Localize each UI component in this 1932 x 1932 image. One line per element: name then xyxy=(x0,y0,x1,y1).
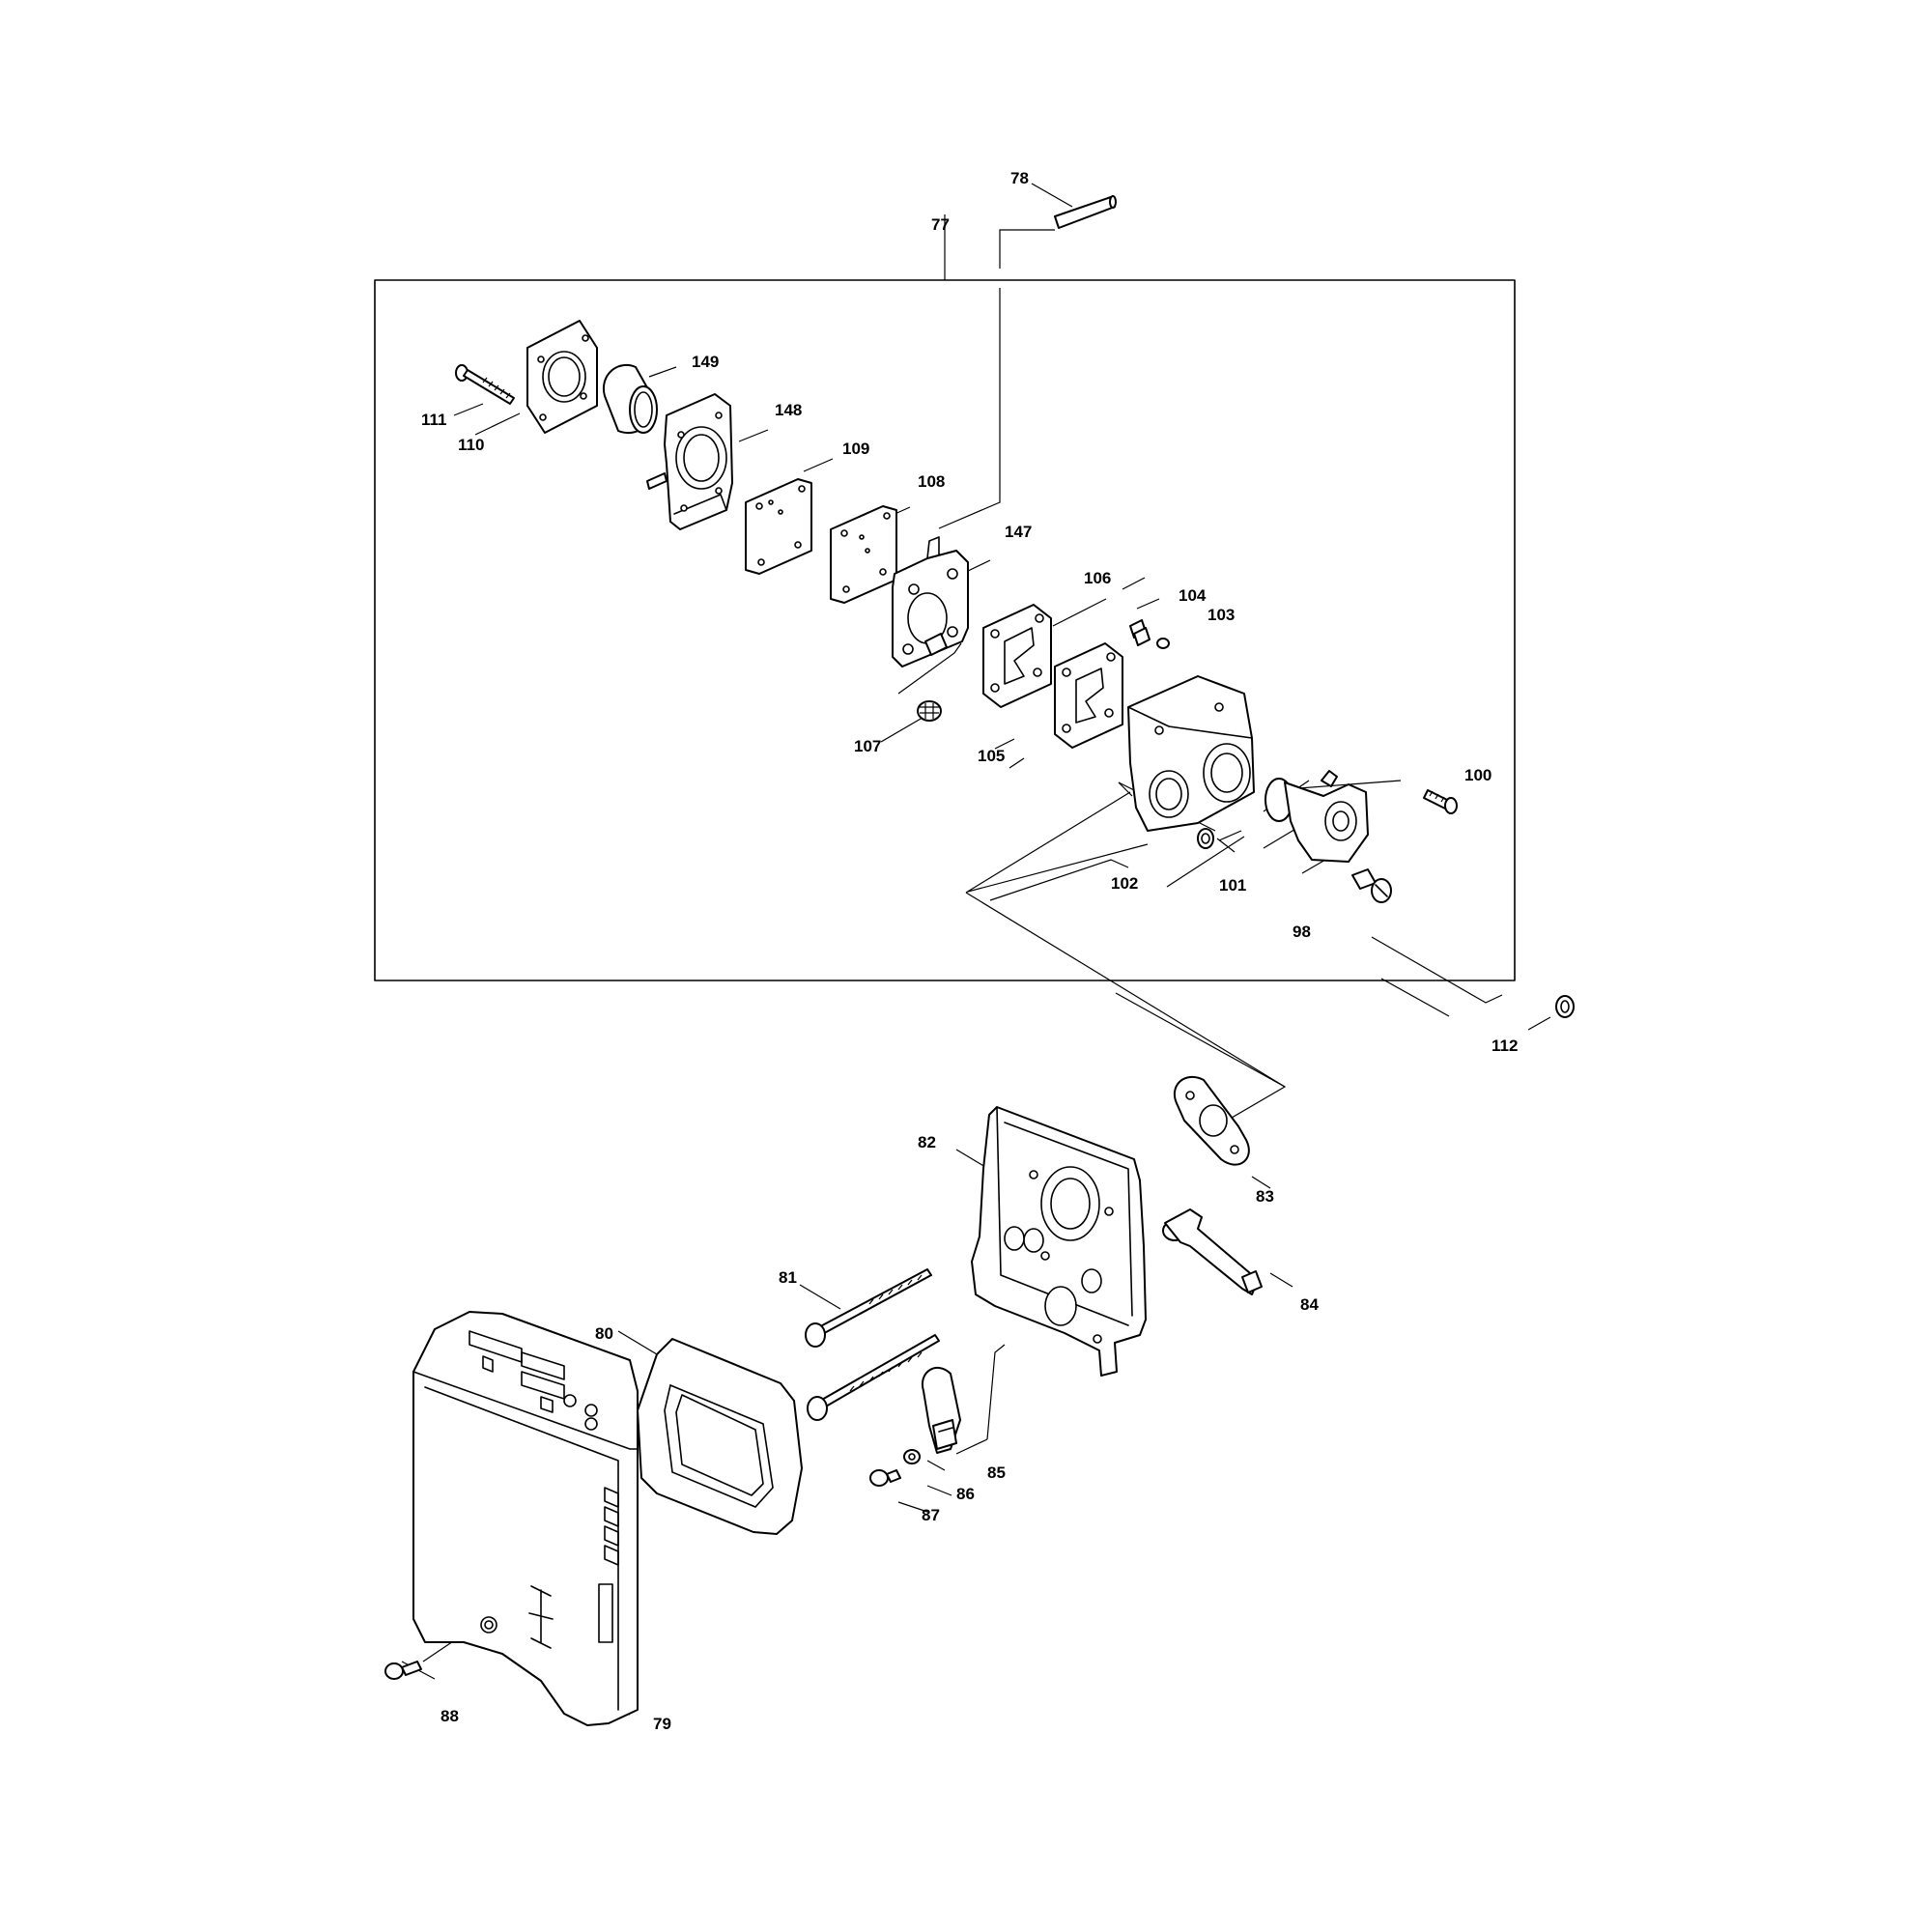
label-77: 77 xyxy=(931,215,950,234)
label-87: 87 xyxy=(922,1506,940,1524)
label-106: 106 xyxy=(1084,569,1111,587)
label-98: 98 xyxy=(1293,923,1311,941)
label-83: 83 xyxy=(1256,1187,1274,1206)
label-108: 108 xyxy=(918,472,945,491)
label-112: 112 xyxy=(1492,1037,1518,1055)
part-80-air-filter xyxy=(637,1338,803,1535)
label-85: 85 xyxy=(987,1463,1006,1482)
label-82: 82 xyxy=(918,1133,936,1151)
part-102-washer xyxy=(1197,828,1214,849)
label-147: 147 xyxy=(1005,523,1032,541)
leader-lines xyxy=(401,183,1551,1716)
part-84-choke-lever xyxy=(1162,1208,1263,1295)
part-85-choke-flap xyxy=(921,1367,961,1454)
part-108-diaphragm xyxy=(830,505,897,604)
part-83-gasket xyxy=(1174,1075,1250,1166)
label-107: 107 xyxy=(854,737,881,755)
label-101: 101 xyxy=(1219,876,1246,895)
label-86: 86 xyxy=(956,1485,975,1503)
part-79-cleaner-cover xyxy=(412,1311,639,1726)
part-148-pump-body xyxy=(646,393,733,530)
part-82-air-cleaner-base xyxy=(971,1106,1147,1377)
part-78-pin xyxy=(1054,195,1117,229)
label-88: 88 xyxy=(440,1707,459,1725)
part-147-pump-cover xyxy=(892,536,969,668)
label-103: 103 xyxy=(1208,606,1235,624)
part-110-cover-plate xyxy=(526,320,598,434)
label-78: 78 xyxy=(1010,169,1029,187)
part-labels: 78 77 149 111 110 148 109 108 147 106 10… xyxy=(421,169,1518,1733)
label-110: 110 xyxy=(458,436,484,454)
label-102: 102 xyxy=(1111,874,1138,893)
label-84: 84 xyxy=(1300,1295,1319,1314)
label-105: 105 xyxy=(978,747,1005,765)
carburetor-assembly-frame xyxy=(374,214,1516,981)
part-81-screws xyxy=(805,1268,940,1421)
label-148: 148 xyxy=(775,401,802,419)
part-112-clip xyxy=(1555,995,1575,1018)
label-109: 109 xyxy=(842,440,869,458)
part-98-adjusting-screw xyxy=(1351,868,1392,903)
label-79: 79 xyxy=(653,1715,671,1733)
part-87-screw xyxy=(869,1469,901,1487)
part-111-screw xyxy=(455,364,515,405)
part-149-primer-bulb xyxy=(602,364,658,434)
part-101-throttle-assembly xyxy=(1264,770,1369,863)
part-105-diaphragm xyxy=(1054,642,1123,749)
part-107-filter-screen xyxy=(917,700,942,722)
label-81: 81 xyxy=(779,1268,797,1287)
label-104: 104 xyxy=(1179,586,1207,605)
label-100: 100 xyxy=(1464,766,1492,784)
part-103-o-ring xyxy=(1156,638,1170,649)
label-149: 149 xyxy=(692,353,719,371)
part-106-gasket xyxy=(982,604,1052,708)
label-111: 111 xyxy=(421,411,447,429)
part-86-washer xyxy=(903,1449,921,1464)
part-100-screw xyxy=(1423,789,1458,814)
part-109-gasket xyxy=(745,478,812,575)
part-88-screw xyxy=(384,1661,422,1680)
label-80: 80 xyxy=(595,1324,613,1343)
part-104-screw xyxy=(1129,619,1151,646)
carburetor-body xyxy=(1127,675,1255,832)
